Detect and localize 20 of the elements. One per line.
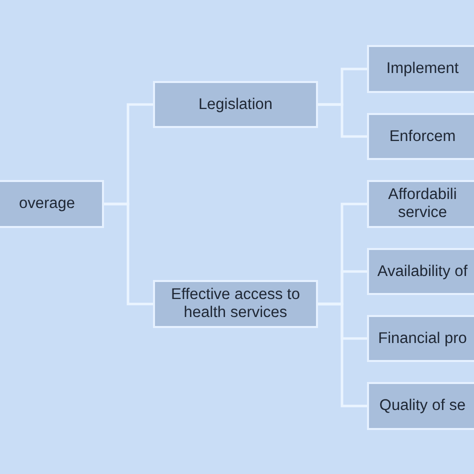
process-box [153,81,318,128]
process-box [153,280,318,328]
box-label: overage [18,195,75,213]
box-label: Financial pro [378,330,467,348]
box-label: Quality of se [379,397,466,415]
box-label: Availability of [377,262,468,280]
process-box [367,113,474,160]
box-label: Implement [386,60,459,78]
box-label: Affordabili service [387,186,458,222]
box-label: Enforcem [389,128,456,146]
process-box [367,248,474,295]
process-box [367,382,474,430]
connector-line [104,202,153,306]
process-box [367,315,474,362]
process-box [367,180,474,228]
box-label: Effective access to health services [170,286,301,322]
process-box [0,180,104,228]
box-label: Legislation [198,96,273,114]
process-box [367,45,474,93]
connector-line [318,103,367,138]
